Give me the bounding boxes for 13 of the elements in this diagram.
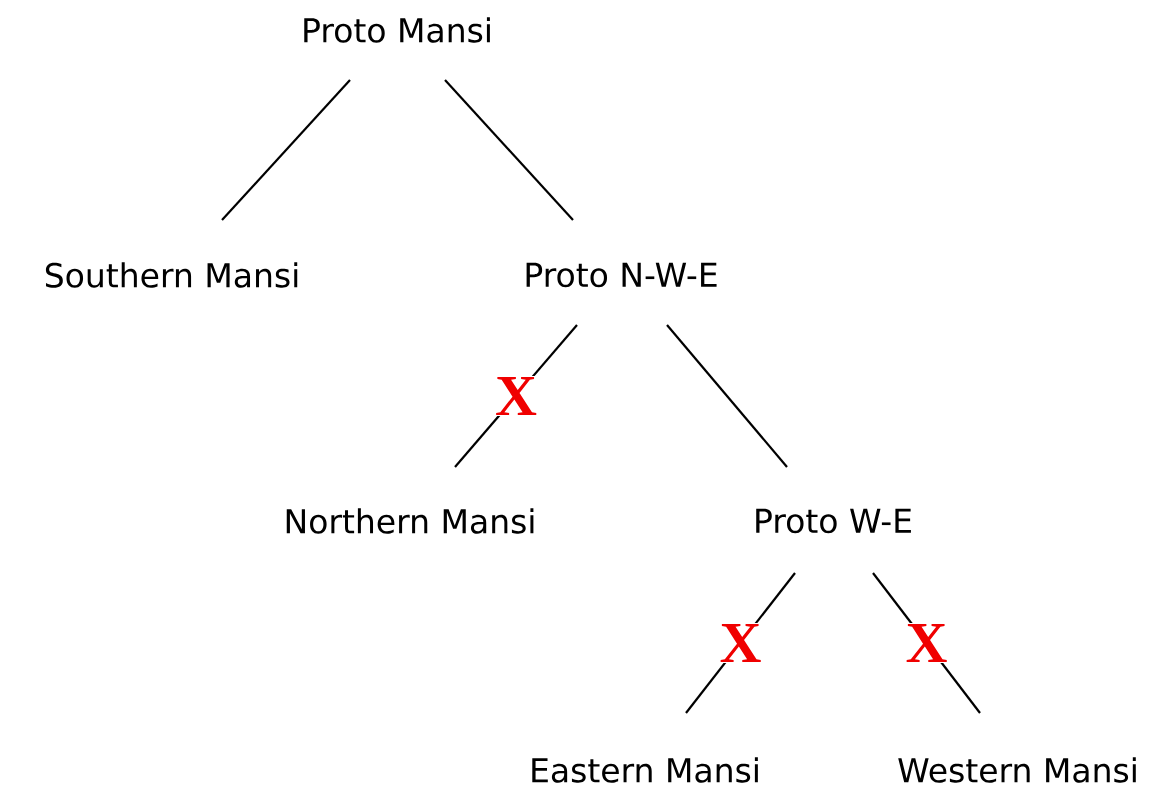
node-label: Proto Mansi — [304, 17, 490, 43]
node-label: Northern Mansi — [286, 508, 534, 534]
edge-label: X — [904, 623, 949, 663]
tree-line — [444, 79, 574, 221]
tree-line — [666, 324, 788, 468]
tree-line — [221, 79, 351, 221]
node-label: Proto W-E — [756, 508, 911, 534]
edge-label: X — [494, 376, 538, 416]
node-label: Western Mansi — [898, 757, 1136, 783]
node-label: Proto N-W-E — [526, 262, 717, 288]
edge-label: X — [718, 623, 763, 663]
node-label: Southern Mansi — [45, 262, 298, 288]
node-label: Eastern Mansi — [532, 757, 758, 783]
